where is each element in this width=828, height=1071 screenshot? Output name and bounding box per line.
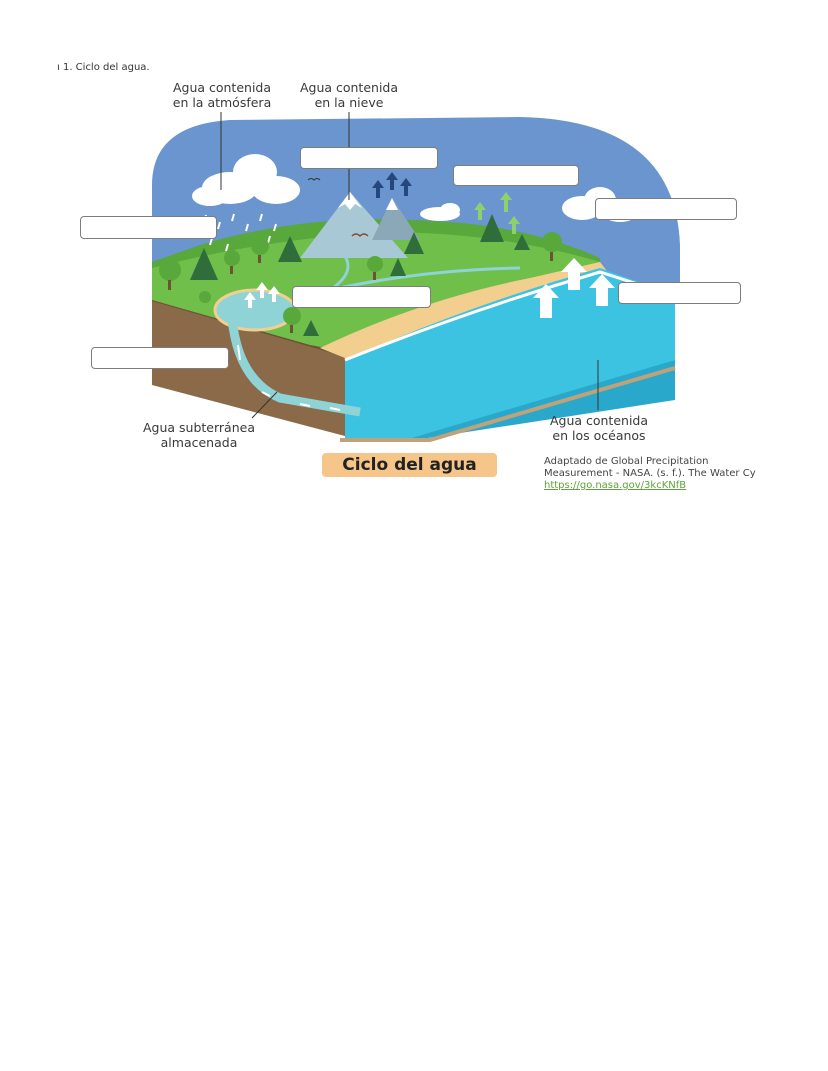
transpiration-arrows [474,192,520,234]
label-line: Agua subterránea [143,420,255,435]
label-line: Agua contenida [172,80,272,95]
credit-line: Adaptado de Global Precipitation [544,456,709,467]
figure-caption: ı 1. Ciclo del agua. [57,62,150,73]
ocean [345,268,675,440]
trees [159,214,562,336]
label-line: Agua contenida [299,80,399,95]
answer-box-evaporation-ocean[interactable] [618,282,741,304]
diagram-title: Ciclo del agua [322,453,497,477]
answer-box-cloud[interactable] [595,198,737,220]
evaporation-arrows [244,258,615,318]
beach [320,262,610,360]
source-link[interactable]: https://go.nasa.gov/3kcKNfB [544,480,687,491]
label-water-in-atmosphere: Agua contenida en la atmósfera [166,80,278,110]
answer-box-condensation[interactable] [300,147,438,169]
sublimation-arrows [372,172,412,198]
lake [213,288,297,332]
label-line: en los océanos [552,428,646,443]
label-line: almacenada [160,435,238,450]
label-groundwater: Agua subterránea almacenada [136,420,262,450]
answer-box-transpiration[interactable] [453,165,579,186]
label-water-in-snow: Agua contenida en la nieve [294,80,404,110]
label-line: en la atmósfera [172,95,272,110]
answer-box-evaporation-lake[interactable] [292,286,431,308]
answer-box-precipitation[interactable] [80,216,217,239]
mountain [300,192,408,258]
cloud-left [192,154,300,206]
cloud-small [420,203,460,221]
label-line: en la nieve [314,95,384,110]
credit-line: Measurement - NASA. (s. f.). The Water C… [544,468,756,479]
label-water-in-oceans: Agua contenida en los océanos [542,413,656,443]
label-line: Agua contenida [549,413,649,428]
answer-box-infiltration[interactable] [91,347,229,369]
source-credit: Adaptado de Global Precipitation Measure… [544,456,756,492]
